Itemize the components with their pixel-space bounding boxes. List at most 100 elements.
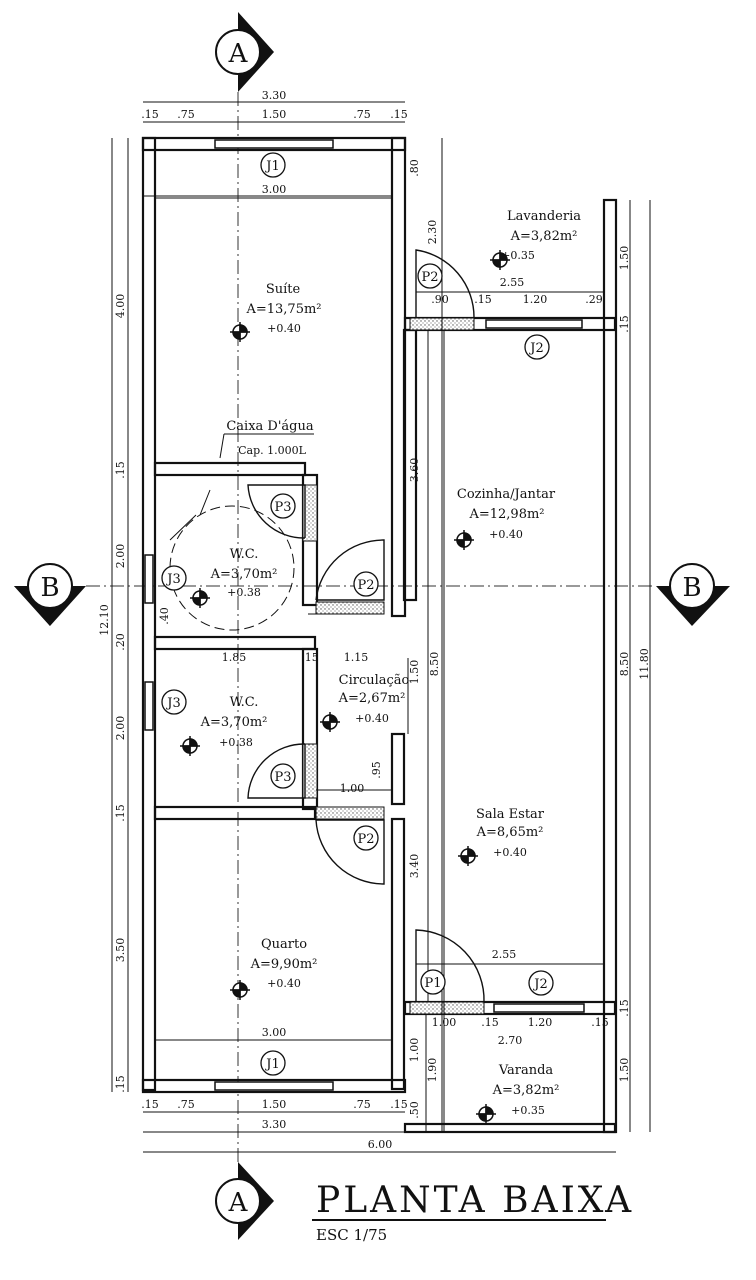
dim-label: 2.00: [114, 544, 127, 569]
plan-scale: ESC 1/75: [316, 1226, 387, 1244]
window-tag-j1: J1: [264, 159, 279, 174]
dim-label: .29: [585, 293, 603, 306]
dim-label: .95: [370, 761, 383, 779]
dim-label: 3.60: [408, 458, 421, 483]
dim-label: 6.00: [368, 1138, 393, 1151]
vertical-dimension-labels: 4.00 .15 2.00 .20 2.00 .15 3.50 .15 12.1…: [98, 159, 651, 1119]
dim-label: 2.70: [498, 1034, 523, 1047]
detail-lines: [155, 197, 604, 1132]
dim-label: .15: [114, 804, 127, 822]
room-area-wc2: A=3,70m²: [200, 715, 268, 730]
dim-label: .15: [390, 108, 408, 121]
dim-label: .50: [408, 1101, 421, 1119]
section-label: B: [682, 573, 701, 603]
section-mark-b-right: B: [656, 563, 730, 626]
dim-label: .90: [431, 293, 449, 306]
door-swings: [247, 249, 485, 1003]
dim-label: 3.30: [262, 89, 287, 102]
room-labels: Suíte A=13,75m² +0.40 Caixa D'água Cap. …: [200, 209, 582, 1117]
door-tag-p3: P3: [274, 770, 291, 785]
dim-label: 11.80: [638, 648, 651, 680]
window-tag-j1: J1: [264, 1057, 279, 1072]
dim-label: 4.00: [114, 294, 127, 319]
dim-label: .15: [141, 108, 159, 121]
dim-label: 3.00: [262, 183, 287, 196]
room-level-wc2: +0.38: [219, 736, 253, 749]
drawing-title: PLANTA BAIXA ESC 1/75: [312, 1180, 634, 1244]
room-level-cozinha: +0.40: [489, 528, 523, 541]
room-area-wc1: A=3,70m²: [210, 567, 278, 582]
dim-label: 2.55: [500, 276, 525, 289]
tag-labels: J1 J1 J2 J2 J3 J3 P2 P3 P2 P3 P2 P1: [165, 159, 547, 1072]
dim-label: .15: [114, 1075, 127, 1093]
dim-label: 1.20: [523, 293, 548, 306]
room-level-sala: +0.40: [493, 846, 527, 859]
windows: [144, 139, 585, 1091]
caixa-dagua-capacity: Cap. 1.000L: [238, 444, 307, 457]
dim-label: .75: [177, 1098, 195, 1111]
dim-label: .15: [301, 651, 319, 664]
dim-label: 12.10: [98, 604, 111, 636]
section-mark-a-top: A: [215, 12, 274, 92]
room-level-wc1: +0.38: [227, 586, 261, 599]
dim-label: 3.00: [262, 1026, 287, 1039]
room-name-varanda: Varanda: [498, 1063, 554, 1078]
dim-label: 1.00: [340, 782, 365, 795]
door-tag-p2: P2: [357, 578, 374, 593]
room-area-varanda: A=3,82m²: [492, 1083, 560, 1098]
section-mark-a-bottom: A: [215, 1162, 274, 1240]
dim-label: .15: [474, 293, 492, 306]
door-tag-p1: P1: [424, 976, 441, 991]
dim-label: .15: [618, 999, 631, 1017]
room-name-cozinha: Cozinha/Jantar: [457, 487, 556, 502]
section-label: A: [228, 1188, 249, 1218]
dim-label: 1.85: [222, 651, 247, 664]
dim-label: .15: [618, 315, 631, 333]
dim-label: .15: [141, 1098, 159, 1111]
room-level-quarto: +0.40: [267, 977, 301, 990]
room-name-suite: Suíte: [266, 282, 301, 297]
tag-circles: [161, 152, 554, 1076]
section-label: A: [228, 39, 249, 69]
plan-title: PLANTA BAIXA: [316, 1180, 634, 1221]
room-name-wc1: W.C.: [230, 547, 259, 562]
dim-label: 1.50: [618, 1058, 631, 1083]
window-tag-j3: J3: [165, 572, 180, 587]
level-markers: [180, 250, 510, 1124]
room-name-lavanderia: Lavanderia: [507, 209, 581, 224]
dim-label: 3.50: [114, 938, 127, 963]
dimension-lines: [111, 101, 651, 1153]
dim-label: 1.50: [262, 108, 287, 121]
room-area-sala: A=8,65m²: [476, 825, 544, 840]
dimension-labels: 3.30 .15 .75 1.50 .75 .15 3.00 3.00 .15 …: [141, 89, 609, 1151]
dim-label: 1.00: [408, 1038, 421, 1063]
dim-label: 1.00: [432, 1016, 457, 1029]
window-tag-j2: J2: [532, 977, 547, 992]
door-tag-p2: P2: [421, 270, 438, 285]
dim-label: 1.90: [426, 1058, 439, 1083]
dim-label: 1.50: [618, 246, 631, 271]
dim-label: 1.15: [344, 651, 369, 664]
dim-label: 1.50: [262, 1098, 287, 1111]
section-label: B: [40, 573, 59, 603]
dim-label: .75: [353, 108, 371, 121]
dim-label: .20: [114, 633, 127, 651]
dim-label: 8.50: [428, 652, 441, 677]
dim-label: 3.40: [408, 854, 421, 879]
room-area-circulacao: A=2,67m²: [338, 691, 406, 706]
dim-label: .15: [481, 1016, 499, 1029]
room-name-sala: Sala Estar: [476, 807, 545, 822]
room-level-lavanderia: +0.35: [501, 249, 535, 262]
dim-label: 1.20: [528, 1016, 553, 1029]
room-level-suite: +0.40: [267, 322, 301, 335]
dim-label: .15: [114, 461, 127, 479]
room-level-varanda: +0.35: [511, 1104, 545, 1117]
dim-label: 2.30: [426, 220, 439, 245]
wall-fill: [302, 317, 485, 1015]
dim-label: .75: [177, 108, 195, 121]
caixa-dagua-label: Caixa D'água: [226, 419, 314, 434]
dim-label: 8.50: [618, 652, 631, 677]
window-tag-j2: J2: [528, 341, 543, 356]
dim-label: .80: [408, 159, 421, 177]
